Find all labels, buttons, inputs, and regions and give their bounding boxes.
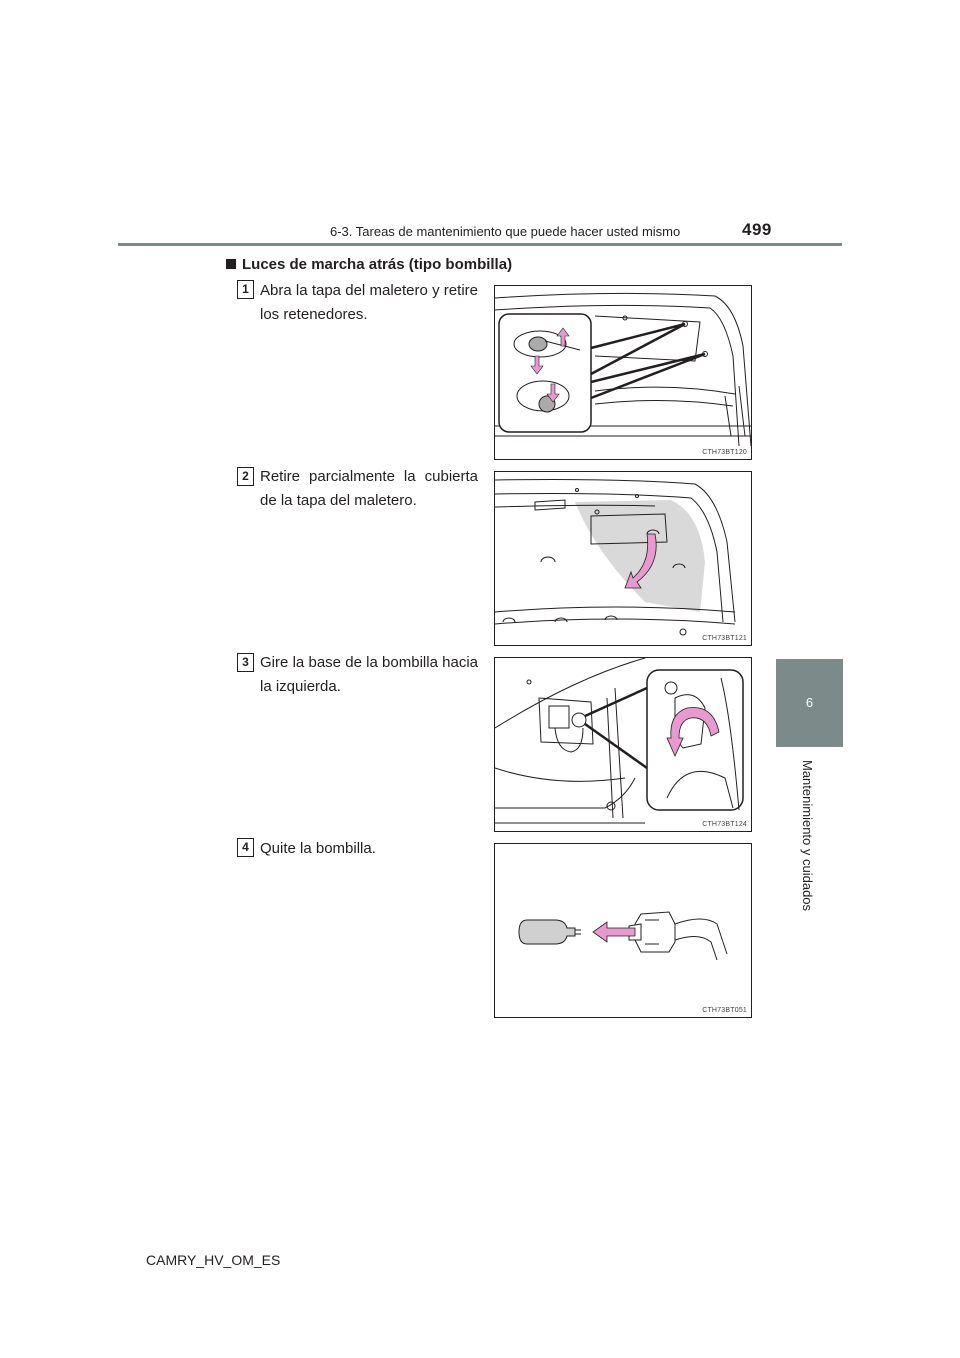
section-title: Luces de marcha atrás (tipo bombilla): [226, 256, 512, 273]
header-rule: [118, 243, 842, 246]
step-1-number: 1: [237, 280, 254, 299]
step-1-figure: CTH73BT120: [494, 285, 752, 460]
chapter-tab[interactable]: 6: [776, 659, 843, 747]
step-2-text: Retire parcialmente la cubierta de la ta…: [260, 468, 478, 509]
page-number: 499: [742, 220, 772, 239]
chapter-label: Mantenimiento y cuidados: [800, 760, 815, 912]
chapter-number: 6: [805, 695, 814, 710]
header-section-title: 6-3. Tareas de mantenimiento que puede h…: [330, 224, 681, 239]
step-2-number: 2: [237, 467, 254, 486]
document-code: CAMRY_HV_OM_ES: [146, 1252, 281, 1268]
step-1-figure-code: CTH73BT120: [702, 449, 747, 456]
step-3-number: 3: [237, 653, 254, 672]
step-3-figure-code: CTH73BT124: [702, 821, 747, 828]
step-1-text: Abra la tapa del maletero y retire los r…: [260, 282, 478, 323]
trunk-cover-illustration: [495, 479, 736, 636]
step-4-number: 4: [237, 838, 254, 857]
step-2-figure-code: CTH73BT121: [702, 635, 747, 642]
bulb-removal-illustration: [518, 911, 728, 961]
step-3-text: Gire la base de la bombilla hacia la izq…: [260, 654, 478, 695]
bulb-base-rotation-illustration: [495, 658, 744, 824]
section-title-text: Luces de marcha atrás (tipo bombilla): [242, 256, 513, 273]
step-2-figure: CTH73BT121: [494, 471, 752, 646]
section-bullet-icon: [226, 259, 236, 269]
step-4-figure-code: CTH73BT051: [702, 1007, 747, 1014]
step-4-figure: CTH73BT051: [494, 843, 752, 1018]
step-4-text: Quite la bombilla.: [260, 840, 376, 857]
trunk-lid-retainers-illustration: [495, 292, 751, 447]
step-3-figure: CTH73BT124: [494, 657, 752, 832]
